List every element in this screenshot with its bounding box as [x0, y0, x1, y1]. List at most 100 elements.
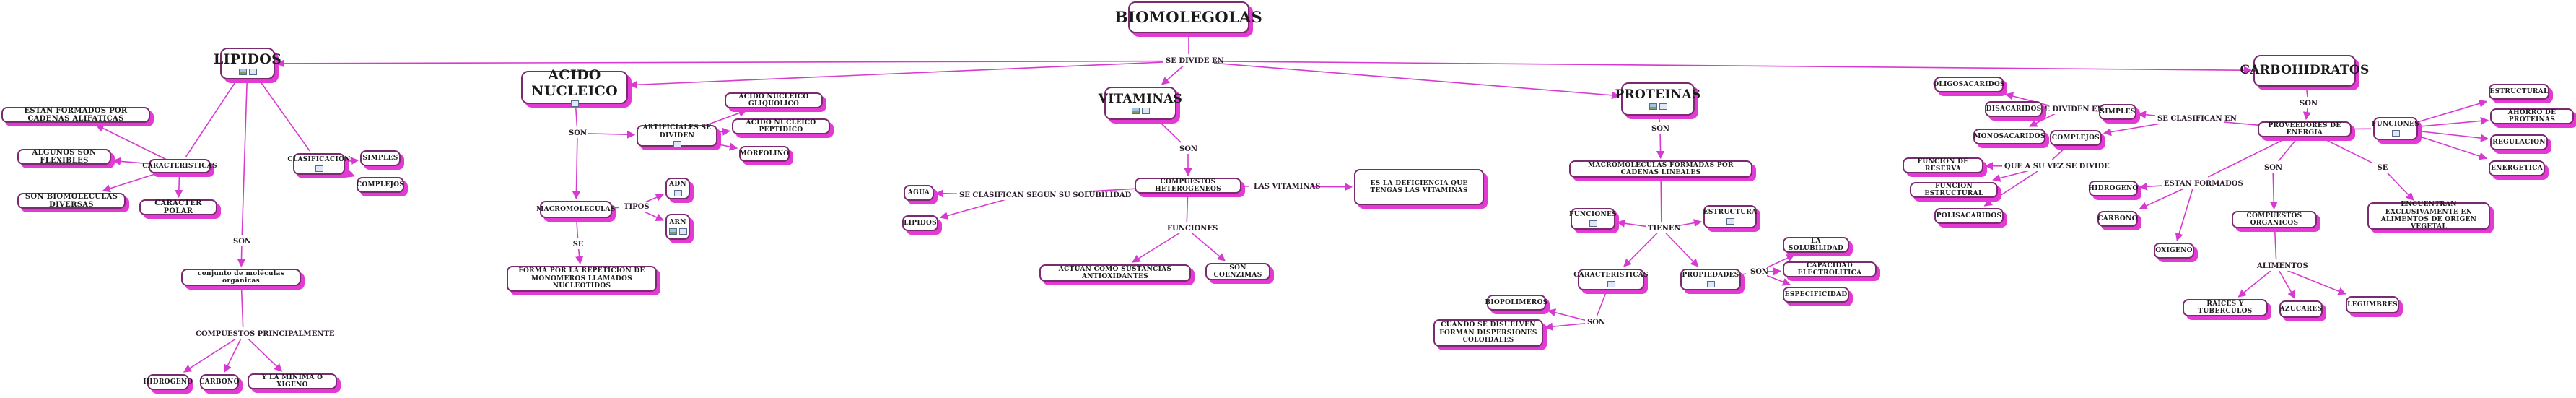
carbohidratos-compuestos[interactable]: COMPUESTOS ORGANICOS: [2232, 211, 2317, 228]
connector-line: [276, 59, 1189, 68]
carbohidratos-link-son: SON: [2297, 99, 2319, 108]
carbohidratos-polisacaridos[interactable]: POLISACARIDOS: [1934, 208, 2004, 224]
proteinas-biopolimeros[interactable]: BIOPOLIMEROS: [1485, 295, 1547, 311]
carbohidratos-estructural-fn[interactable]: FUNCION ESTRUCTURAL: [1910, 182, 1998, 198]
proteinas-link-son2: SON: [1748, 267, 1768, 277]
connector-line: [243, 333, 283, 372]
acido-adn[interactable]: ADN: [665, 178, 690, 199]
carbohidratos-hidrogeno[interactable]: HIDROGENO: [2088, 181, 2138, 196]
note-icon: [1141, 108, 1150, 115]
note-icon: [673, 189, 682, 196]
proteinas-funciones[interactable]: FUNCIONES: [1569, 208, 1617, 230]
carbohidratos-legumbres[interactable]: LEGUMBRES: [2346, 296, 2399, 313]
connector-line: [2269, 168, 2278, 210]
carbohidratos-complejos[interactable]: COMPLEJOS: [2050, 130, 2102, 146]
lipidos-oxigeno[interactable]: Y LA MINIMA O XIGENO: [248, 373, 337, 389]
vitaminas-actuan[interactable]: ACTUAN COMO SUSTANCIAS ANTIOXIDANTES: [1039, 264, 1191, 282]
carbohidratos-reserva[interactable]: FUNCION DE RESERVA: [1903, 157, 1983, 173]
carbohidratos-ahorro[interactable]: AHORRO DE PROTEINAS: [2490, 108, 2574, 124]
vitaminas-deficiencia[interactable]: ES LA DEFICIENCIA QUE TENGAS LAS VITAMIN…: [1354, 169, 1484, 205]
root-node[interactable]: BIOMOLEGOLAS: [1115, 1, 1262, 33]
lipidos-estan-formados[interactable]: ESTAN FORMADOS POR CADENAS ALIFATICAS: [1, 107, 150, 123]
carbohidratos-node[interactable]: CARBOHIDRATOS: [2240, 55, 2369, 87]
proteinas-estructura[interactable]: ESTRUCTURA: [1703, 205, 1757, 228]
lipidos-son-biomoleculas[interactable]: SON BIOMOLECULAS DIVERSAS: [17, 193, 126, 209]
lipidos-link-compuestos: COMPUESTOS PRINCIPALMENTE: [193, 329, 334, 339]
proteinas-capacidad[interactable]: CAPACIDAD ELECTROLITICA: [1783, 261, 1877, 277]
acido-arn[interactable]: ARN: [665, 214, 690, 240]
connector-line: [224, 334, 244, 373]
acido-glicolico[interactable]: ACIDO NUCLEICO GLIQUOLICO: [725, 92, 823, 108]
proteinas-macromoleculas[interactable]: MACROMOLECULAS FORMADAS POR CADENAS LINE…: [1569, 160, 1752, 178]
connector-line: [2382, 167, 2414, 201]
acido-forma[interactable]: FORMA POR LA REPETICION DE MONOMEROS LLA…: [507, 266, 657, 292]
lipidos-simples[interactable]: SIMPLES: [360, 150, 401, 166]
link-se-divide-en: SE DIVIDE EN: [1163, 56, 1224, 66]
carbohidratos-disacaridos[interactable]: DISACARIDOS: [1985, 101, 2043, 117]
carbohidratos-link-se: SE: [2375, 163, 2391, 173]
note-icon: [315, 165, 323, 172]
lipidos-hidrogeno[interactable]: HIDROGENO: [143, 374, 193, 390]
note-icon: [1659, 103, 1667, 111]
acido-node[interactable]: ACIDO NUCLEICO: [521, 67, 628, 108]
carbohidratos-raices[interactable]: RAICES Y TUBERCULOS: [2183, 299, 2268, 316]
note-icon: [570, 100, 579, 108]
carbohidratos-link-que-a-su-vez: QUE A SU VEZ SE DIVIDE: [2002, 162, 2110, 171]
lipidos-carbono[interactable]: CARBONO: [199, 374, 239, 390]
proteinas-solubilidad[interactable]: LA SOLUBILIDAD: [1783, 237, 1849, 253]
lipidos-caracter-polar[interactable]: CARACTER POLAR: [139, 199, 217, 215]
connector-line: [1660, 168, 1662, 222]
note-icon: [248, 69, 257, 76]
carbohidratos-carbono[interactable]: CARBONO: [2097, 211, 2138, 227]
carbohidratos-link-se-dividen: SE DIVIDEN EN: [2037, 105, 2104, 114]
vitaminas-agua[interactable]: AGUA: [904, 185, 934, 201]
carbohidratos-funciones[interactable]: FUNCIONES: [2372, 117, 2419, 140]
image-icon: [1131, 108, 1140, 115]
proteinas-dispersiones[interactable]: CUANDO SE DISUELVEN FORMAN DISPERSIONES …: [1433, 319, 1543, 347]
carbohidratos-estructural[interactable]: ESTRUCTURAL: [2489, 84, 2549, 100]
carbohidratos-regulacion[interactable]: REGULACION: [2490, 134, 2548, 150]
acido-peptidico[interactable]: ACIDO NUCLEICO PEPTIDICO: [732, 118, 830, 134]
carbohidratos-oligosacaridos[interactable]: OLIGOSACARIDOS: [1933, 77, 2004, 92]
note-icon: [673, 140, 681, 147]
note-icon: [1726, 217, 1734, 225]
carbohidratos-encuentran[interactable]: ENCUENTRAN EXCLUSIVAMENTE EN ALIMENTOS D…: [2367, 201, 2490, 230]
lipidos-caracteristicas[interactable]: CARACTERISTICAS: [142, 159, 217, 173]
proteinas-caracteristicas[interactable]: CARACTERISTICAS: [1573, 269, 1648, 290]
lipidos-link-son: SON: [231, 237, 253, 246]
acido-link-son: SON: [567, 129, 588, 138]
connector-line: [2175, 183, 2195, 242]
carbohidratos-proveedores[interactable]: PROVEEDORES DE ENERGIA: [2258, 121, 2352, 137]
carbohidratos-azucares[interactable]: AZUCARES: [2279, 300, 2323, 318]
image-icon: [1649, 103, 1657, 111]
vitaminas-link-se-clasifican: SE CLASIFICAN SEGUN SU SOLUBILIDAD: [957, 191, 1131, 200]
carbohidratos-oxigeno[interactable]: OXIGENO: [2154, 243, 2194, 259]
lipidos-node[interactable]: LIPIDOS: [214, 48, 281, 79]
vitaminas-compuestos[interactable]: COMPUESTOS HETEROGENEOS: [1135, 178, 1241, 194]
note-icon: [1589, 220, 1597, 227]
acido-morfolino[interactable]: MORFOLINO: [739, 146, 790, 162]
carbohidratos-simples[interactable]: SIMPLES: [2099, 104, 2136, 120]
acido-macromoleculas[interactable]: MACROMOLECULAS: [536, 201, 615, 218]
connector-line: [2276, 266, 2296, 299]
lipidos-clasificacion[interactable]: CLASIFICACION: [287, 153, 350, 175]
proteinas-propiedades[interactable]: PROPIEDADES: [1680, 269, 1741, 290]
lipidos-algunos[interactable]: ALGUNOS SON FLEXIBLES: [17, 149, 111, 165]
carbohidratos-monosacaridos[interactable]: MONOSACARIDOS: [1973, 129, 2045, 144]
proteinas-node[interactable]: PROTEINAS: [1615, 82, 1700, 116]
vitaminas-node[interactable]: VITAMINAS: [1099, 87, 1182, 120]
vitaminas-link-las-vitaminas: LAS VITAMINAS: [1252, 182, 1320, 191]
vitaminas-lipidos[interactable]: LIPIDOS: [902, 215, 938, 231]
carbohidratos-energetica[interactable]: ENERGETICA: [2489, 160, 2545, 176]
connector-line: [1623, 228, 1662, 267]
note-icon: [1607, 280, 1615, 287]
lipidos-conjunto[interactable]: conjunto de moléculas orgánicas: [181, 269, 301, 286]
acido-artificiales[interactable]: ARTIFICIALES SE DIVIDEN: [637, 124, 717, 147]
proteinas-especificidad[interactable]: ESPECIFICIDAD: [1783, 287, 1849, 303]
image-icon: [668, 228, 677, 235]
lipidos-complejos[interactable]: COMPLEJOS: [357, 177, 404, 193]
vitaminas-coenzimas[interactable]: SON COENZIMAS: [1205, 263, 1270, 280]
connector-line: [1188, 60, 1620, 100]
note-icon: [678, 228, 687, 235]
